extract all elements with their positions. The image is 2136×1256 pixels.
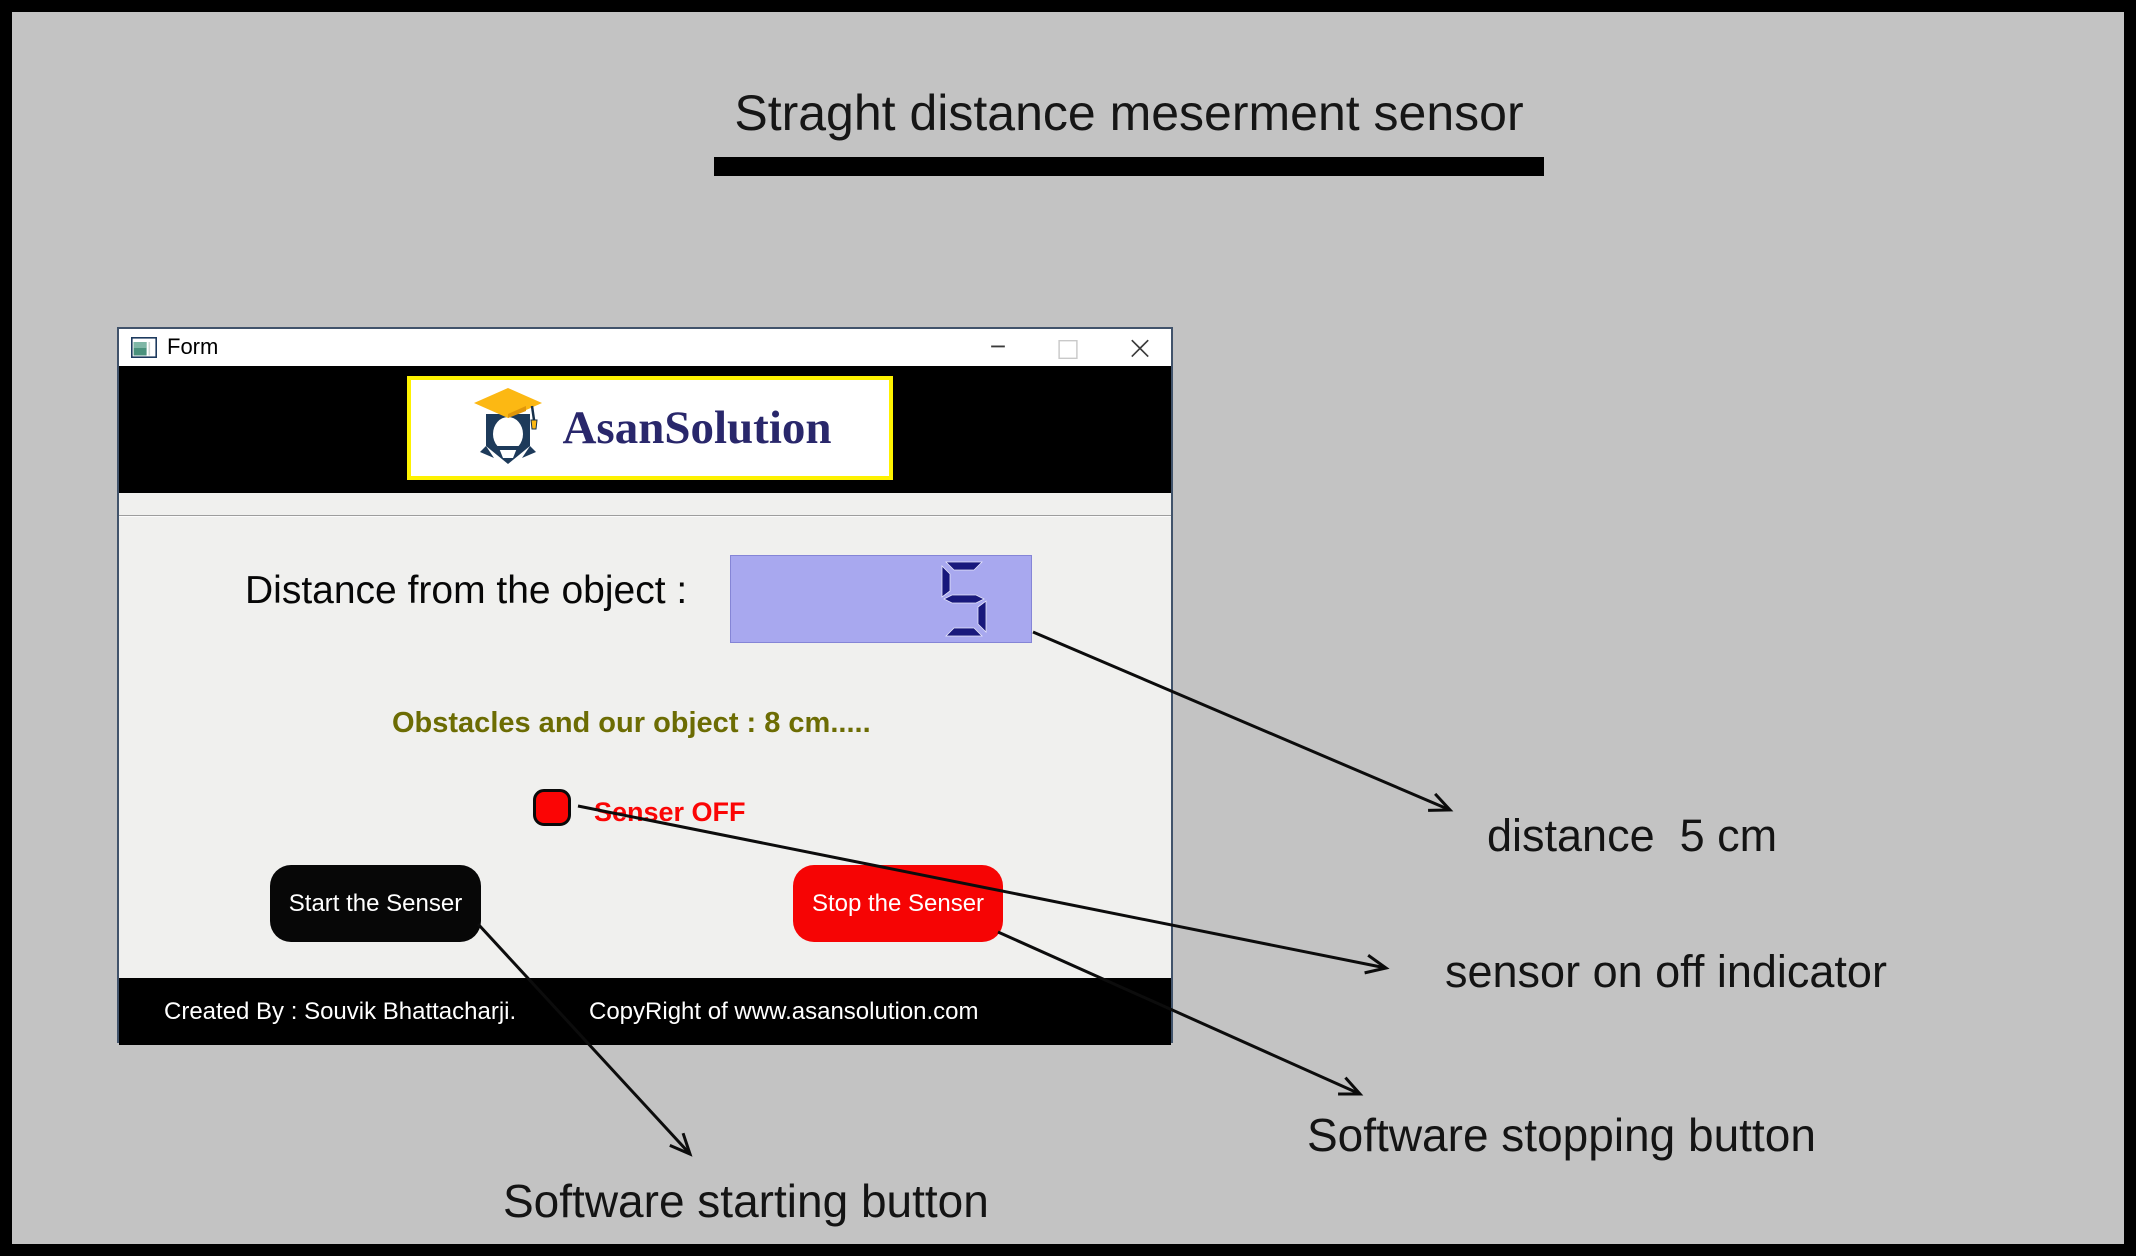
sensor-status-text: Senser OFF: [594, 797, 746, 827]
start-sensor-button[interactable]: Start the Senser: [270, 865, 481, 942]
header-divider: [119, 515, 1171, 517]
sensor-indicator-led: [533, 789, 571, 826]
obstacles-status-text: Obstacles and our object : 8 cm.....: [392, 707, 871, 739]
annotation-distance-value: distance 5 cm: [1487, 810, 1778, 861]
stop-sensor-button[interactable]: Stop the Senser: [793, 865, 1003, 942]
logo-text: AsanSolution: [562, 402, 832, 454]
window-content: Distance from the object : Obstacles and…: [119, 493, 1171, 978]
close-button[interactable]: ×: [1125, 327, 1155, 368]
maximize-button[interactable]: □: [1056, 333, 1080, 362]
window-title: Form: [167, 334, 219, 359]
footer-created-by: Created By : Souvik Bhattacharji.: [164, 998, 517, 1025]
title-underline-bar: [714, 157, 1544, 176]
app-window: Form ─ □ × AsanSolution: [117, 327, 1173, 1045]
distance-lcd-display: [730, 555, 1032, 643]
annotation-start-button: Software starting button: [503, 1175, 989, 1227]
window-titlebar: Form ─ □ ×: [119, 327, 1171, 368]
footer-copyright: CopyRight of www.asansolution.com: [589, 998, 979, 1025]
page-title: Straght distance meserment sensor: [734, 85, 1524, 141]
distance-label: Distance from the object :: [245, 569, 688, 612]
asansolution-logo: AsanSolution: [407, 376, 893, 480]
form-icon: [131, 337, 157, 358]
annotation-sensor-indicator: sensor on off indicator: [1445, 946, 1887, 997]
seven-segment-digit: [941, 561, 987, 637]
annotation-stop-button: Software stopping button: [1307, 1109, 1816, 1161]
window-footer: Created By : Souvik Bhattacharji. CopyRi…: [119, 978, 1171, 1045]
window-header: AsanSolution: [119, 366, 1171, 493]
minimize-button[interactable]: ─: [991, 335, 1005, 360]
graduation-cap-icon: [474, 388, 543, 464]
